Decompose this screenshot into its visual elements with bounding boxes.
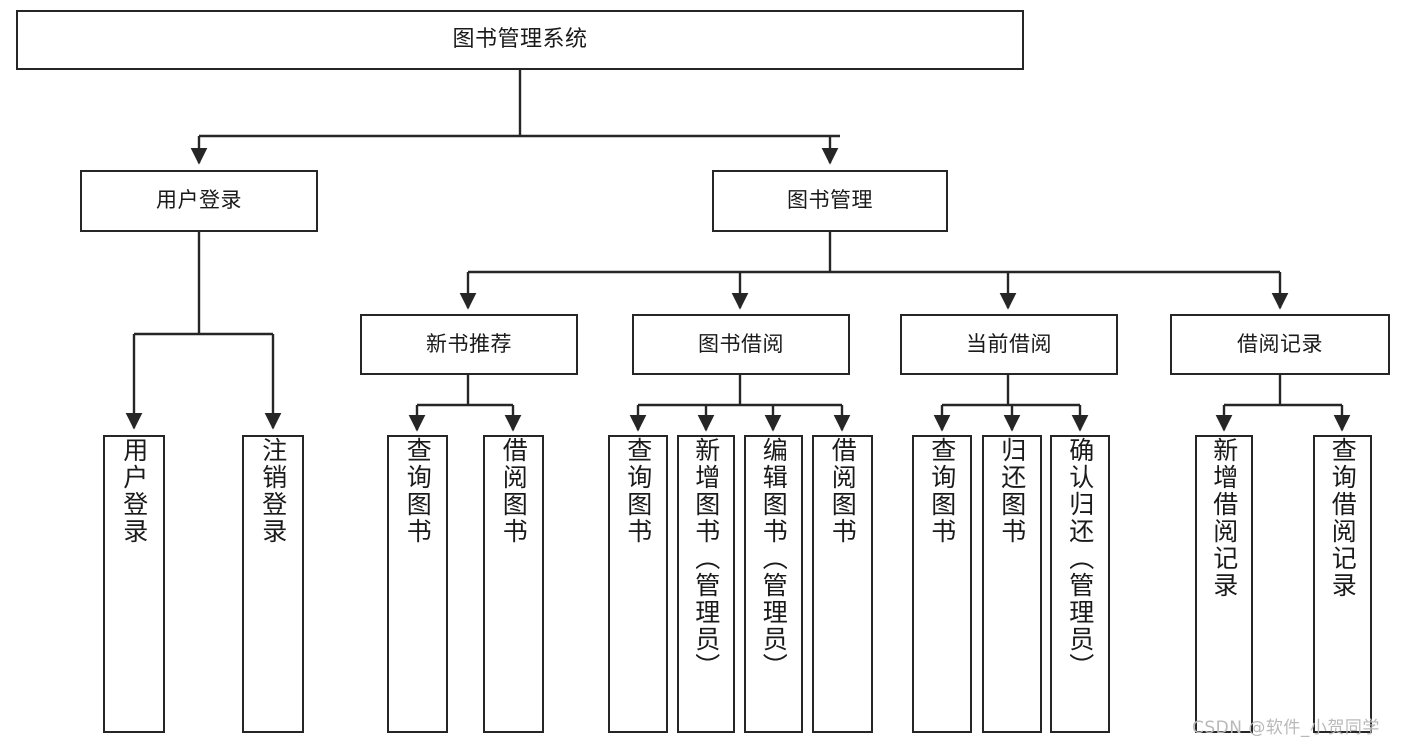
node-new-book-recommend[interactable]: 新书推荐 <box>360 314 578 375</box>
node-leaf-user-logout[interactable]: 注销登录 <box>242 435 304 733</box>
node-book-borrow-label: 图书借阅 <box>698 331 784 356</box>
node-leaf-query-book-2-label: 查询图书 <box>623 437 653 545</box>
node-book-management[interactable]: 图书管理 <box>712 170 948 232</box>
node-leaf-borrow-book-2-label: 借阅图书 <box>828 437 858 545</box>
node-leaf-user-login-label: 用户登录 <box>119 437 149 545</box>
node-leaf-query-book-3[interactable]: 查询图书 <box>912 435 972 733</box>
node-leaf-add-record[interactable]: 新增借阅记录 <box>1195 435 1253 733</box>
node-root-label: 图书管理系统 <box>452 26 588 52</box>
node-leaf-user-logout-label: 注销登录 <box>258 437 288 545</box>
node-book-borrow[interactable]: 图书借阅 <box>632 314 850 375</box>
node-new-book-recommend-label: 新书推荐 <box>426 331 512 356</box>
node-book-management-label: 图书管理 <box>787 188 873 213</box>
node-leaf-add-book-label: 新增图书（管理员） <box>691 437 721 680</box>
node-leaf-query-record-label: 查询借阅记录 <box>1328 437 1358 599</box>
node-leaf-query-book-1-label: 查询图书 <box>403 437 433 545</box>
node-leaf-query-record[interactable]: 查询借阅记录 <box>1313 435 1372 733</box>
node-leaf-edit-book[interactable]: 编辑图书（管理员） <box>744 435 803 733</box>
node-borrow-record-label: 借阅记录 <box>1237 331 1323 356</box>
node-root[interactable]: 图书管理系统 <box>16 10 1024 70</box>
node-leaf-query-book-2[interactable]: 查询图书 <box>608 435 668 733</box>
node-leaf-return-book[interactable]: 归还图书 <box>982 435 1042 733</box>
node-leaf-confirm-return[interactable]: 确认归还（管理员） <box>1050 435 1110 733</box>
node-user-login[interactable]: 用户登录 <box>80 170 318 232</box>
node-user-login-label: 用户登录 <box>156 188 242 213</box>
node-leaf-query-book-3-label: 查询图书 <box>927 437 957 545</box>
node-leaf-borrow-book-1[interactable]: 借阅图书 <box>483 435 544 733</box>
node-leaf-borrow-book-2[interactable]: 借阅图书 <box>812 435 873 733</box>
node-leaf-return-book-label: 归还图书 <box>997 437 1027 545</box>
node-leaf-confirm-return-label: 确认归还（管理员） <box>1065 437 1095 680</box>
node-leaf-query-book-1[interactable]: 查询图书 <box>387 435 448 733</box>
node-current-borrow-label: 当前借阅 <box>966 331 1052 356</box>
node-borrow-record[interactable]: 借阅记录 <box>1170 314 1390 375</box>
node-leaf-add-book[interactable]: 新增图书（管理员） <box>677 435 735 733</box>
node-leaf-user-login[interactable]: 用户登录 <box>103 435 165 733</box>
node-leaf-borrow-book-1-label: 借阅图书 <box>499 437 529 545</box>
node-leaf-edit-book-label: 编辑图书（管理员） <box>759 437 789 680</box>
watermark: CSDN @软件_小贺同学 <box>1192 718 1380 738</box>
node-leaf-add-record-label: 新增借阅记录 <box>1209 437 1239 599</box>
node-current-borrow[interactable]: 当前借阅 <box>900 314 1118 375</box>
